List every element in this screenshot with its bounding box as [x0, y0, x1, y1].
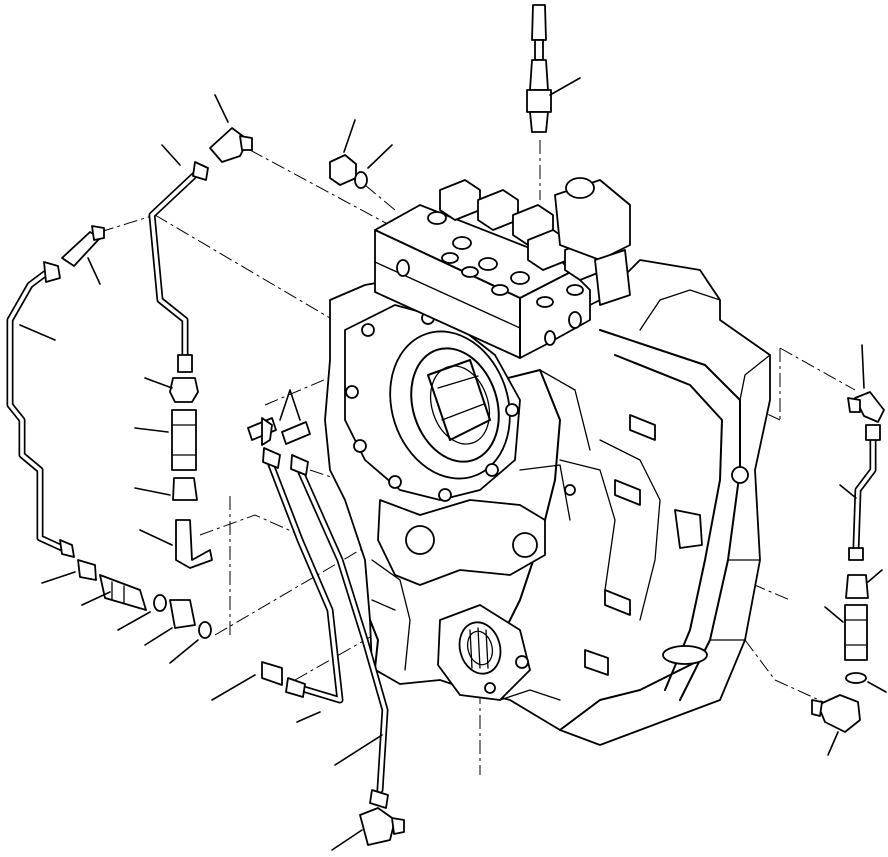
control-valve-assembly: [374, 177, 631, 359]
left-fitting-stack: [169, 377, 213, 569]
plug-with-washer: [329, 154, 368, 189]
check-valve-cluster: [77, 559, 212, 639]
callout-leaders: [19, 77, 887, 851]
bottom-elbow-fitting: [359, 789, 405, 846]
left-elbow-hose: [61, 225, 105, 267]
top-elbow-fitting: [209, 127, 253, 163]
middle-twin-pipes: [247, 417, 389, 794]
right-lube-pipe: [811, 391, 885, 733]
upper-left-pipe: [148, 161, 209, 373]
transmission-housing: [324, 259, 771, 746]
pressure-sensor-top: [526, 4, 552, 133]
left-lube-pipe: [6, 261, 75, 558]
